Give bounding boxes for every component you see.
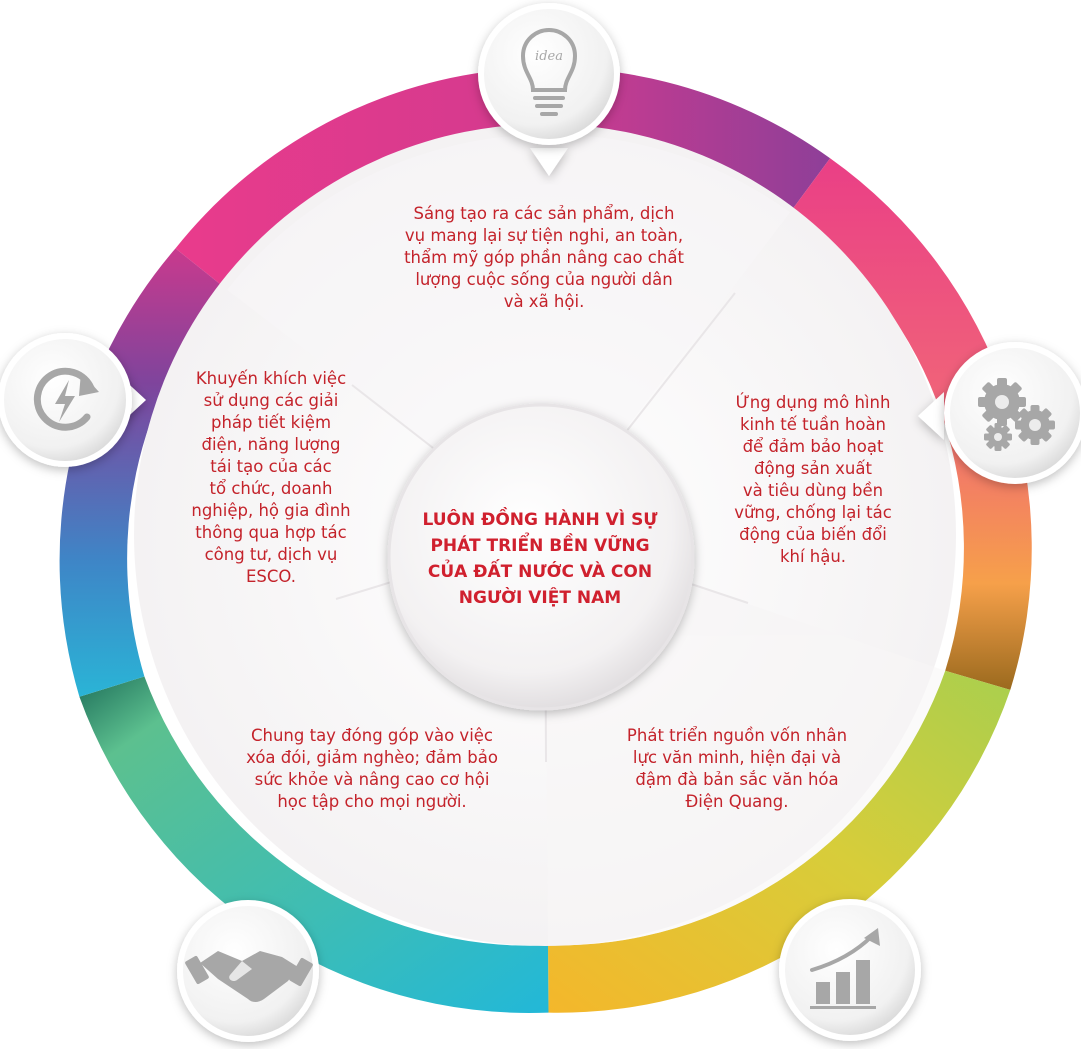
segment-right-line: khí hậu.: [779, 547, 847, 566]
lightbulb-icon: [520, 27, 578, 116]
segment-left-line: Khuyến khích việc: [195, 369, 347, 388]
center-title-line: NGƯỜI VIỆT NAM: [458, 588, 622, 608]
growth-chart-icon: [810, 928, 880, 1009]
segment-top-line: Sáng tạo ra các sản phẩm, dịch: [413, 204, 675, 223]
segment-bottom-right-line: Điện Quang.: [685, 792, 789, 811]
segment-right-text: Ứng dụng mô hình kinh tế tuần hoàn để đả…: [710, 392, 916, 568]
segment-bottom-left-line: học tập cho mọi người.: [277, 792, 467, 811]
center-title: LUÔN ĐỒNG HÀNH VÌ SỰ PHÁT TRIỂN BỀN VỮNG…: [390, 507, 690, 611]
segment-top-line: và xã hội.: [503, 292, 585, 311]
segment-top-line: thẩm mỹ góp phần nâng cao chất: [404, 248, 684, 267]
segment-right-line: động của biến đổi: [739, 525, 887, 544]
segment-bottom-left-line: Chung tay đóng góp vào việc: [250, 726, 494, 745]
segment-left-line: công tư, dịch vụ: [204, 545, 338, 564]
segment-right-line: để đảm bảo hoạt: [742, 437, 884, 456]
handshake-icon: [185, 951, 313, 1002]
segment-left-line: tái tạo của các: [210, 457, 332, 476]
ring-segment-bottom-right: [548, 670, 1011, 1013]
segment-left-text: Khuyến khích việc sử dụng các giải pháp …: [165, 368, 377, 588]
badge-bottom-right: [779, 899, 921, 1041]
center-circle: [387, 403, 695, 711]
segment-top-line: lượng cuộc sống của người dân: [415, 270, 673, 289]
badge-right: [944, 342, 1081, 484]
segment-right-line: Ứng dụng mô hình: [735, 393, 891, 412]
segment-left-line: ESCO.: [246, 567, 296, 586]
center-title-line: CỦA ĐẤT NƯỚC VÀ CON: [427, 562, 653, 582]
badge-top: idea: [478, 3, 620, 145]
gears-icon: [978, 378, 1055, 451]
segment-bottom-right-line: Phát triển nguồn vốn nhân: [626, 726, 848, 745]
segment-left-line: nghiệp, hộ gia đình: [191, 501, 351, 520]
center-title-line: PHÁT TRIỂN BỀN VỮNG: [430, 536, 650, 556]
badge-left: [0, 333, 132, 467]
segment-bottom-right-line: đậm đà bản sắc văn hóa: [635, 770, 839, 789]
segment-bottom-right-text: Phát triển nguồn vốn nhân lực văn minh, …: [576, 725, 898, 813]
segment-left-line: sử dụng các giải: [203, 391, 339, 410]
segment-bottom-left-text: Chung tay đóng góp vào việc xóa đói, giả…: [210, 725, 534, 813]
segment-left-line: pháp tiết kiệm: [210, 413, 332, 432]
renewable-cycle-icon: [33, 367, 99, 431]
ring-segment-left: [59, 248, 228, 697]
segment-left-line: thông qua hợp tác: [195, 523, 347, 542]
ring-segment-top: [175, 67, 831, 290]
segment-left-line: điện, năng lượng: [201, 435, 341, 454]
segment-bottom-left-line: sức khỏe và nâng cao cơ hội: [254, 770, 490, 789]
segment-right-line: kinh tế tuần hoàn: [739, 415, 887, 434]
segment-right-line: và tiêu dùng bền: [742, 481, 884, 500]
center-title-line: LUÔN ĐỒNG HÀNH VÌ SỰ: [422, 510, 658, 530]
segment-top-text: Sáng tạo ra các sản phẩm, dịch vụ mang l…: [379, 203, 709, 313]
badge-bottom-left: [177, 900, 319, 1042]
lightbulb-label: idea: [535, 49, 563, 64]
segment-bottom-left-line: xóa đói, giảm nghèo; đảm bảo: [246, 748, 498, 767]
segment-top-line: vụ mang lại sự tiện nghi, an toàn,: [404, 226, 684, 245]
segment-bottom-right-line: lực văn minh, hiện đại và: [632, 748, 842, 767]
segment-left-line: tổ chức, doanh: [209, 479, 333, 498]
segment-right-line: vững, chống lại tác: [734, 503, 892, 522]
segment-right-line: động sản xuất: [754, 459, 872, 478]
ring-segment-right: [790, 158, 1032, 690]
